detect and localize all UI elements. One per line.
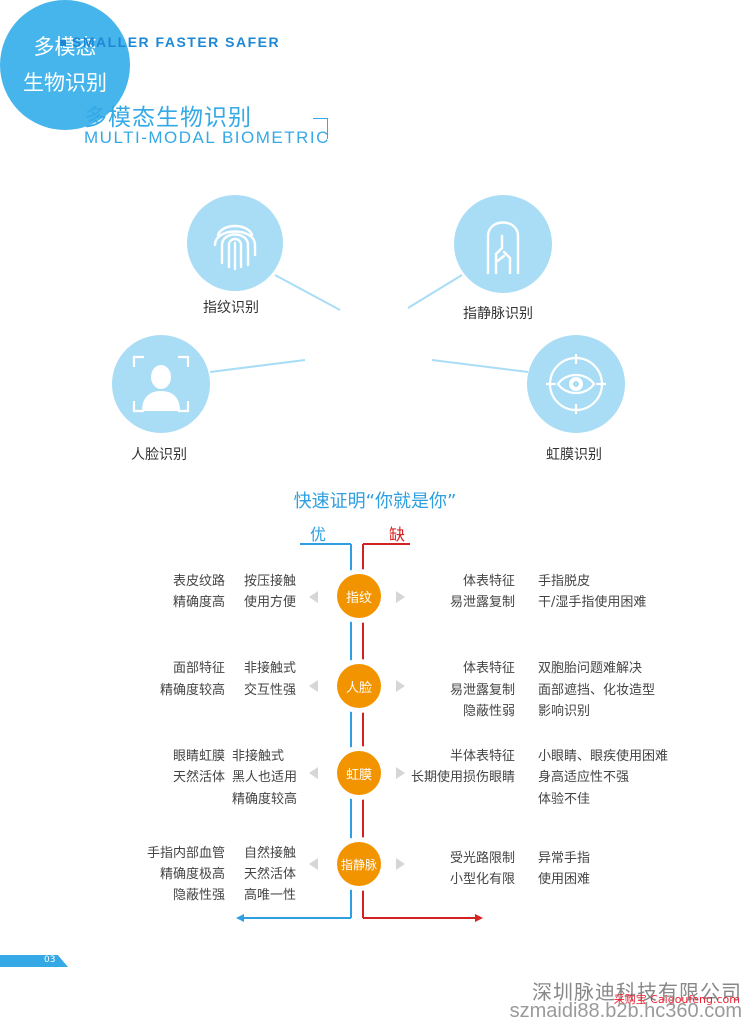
center-line-2: 生物识别	[23, 71, 107, 95]
vein-node	[454, 195, 552, 293]
title-bracket-decoration	[313, 118, 328, 139]
row2-left-arrow-icon	[309, 680, 318, 692]
row1-right-arrow-icon	[396, 591, 405, 603]
row4-pros-a1: 手指内部血管	[146, 846, 225, 861]
row1-badge: 指纹	[332, 569, 386, 623]
row3-pros-a1: 眼睛虹膜	[172, 749, 225, 764]
row2-pros-b1: 非接触式	[244, 661, 297, 676]
connector-iris	[431, 359, 529, 373]
face-node	[112, 335, 210, 433]
row3-cons-b3: 体验不佳	[538, 792, 591, 807]
row1-cons-b1: 手指脱皮	[538, 574, 591, 589]
row3-pros-a2: 天然活体	[172, 770, 225, 785]
watermark-text: 采购宝 Caigoufeng.com	[613, 993, 740, 1006]
fingerprint-label: 指纹识别	[203, 300, 259, 316]
row2-badge: 人脸	[332, 659, 386, 713]
row1-left-arrow-icon	[309, 591, 318, 603]
row2-right-arrow-icon	[396, 680, 405, 692]
pros-arrow-icon	[236, 914, 244, 922]
row3-cons-b1: 小眼睛、眼疾使用困难	[538, 749, 669, 764]
center-circle: 多模态 生物识别	[0, 0, 130, 130]
row1-cons-a2: 易泄露复制	[449, 595, 515, 610]
row4-pros-a3: 隐蔽性强	[172, 888, 225, 903]
row1-badge-label: 指纹	[337, 574, 381, 618]
cons-label: 缺	[389, 525, 406, 544]
row3-badge: 虹膜	[332, 746, 386, 800]
section-title-cn: 多模态生物识别	[84, 105, 252, 131]
row3-badge-label: 虹膜	[337, 751, 381, 795]
row4-cons-b2: 使用困难	[538, 872, 591, 887]
connector-fingerprint	[274, 274, 341, 311]
eye-scan-icon	[546, 354, 606, 414]
section-title-en: MULTI-MODAL BIOMETRIC	[84, 128, 330, 147]
row4-pros-b3: 高唯一性	[244, 888, 297, 903]
diagram-connectors	[209, 274, 529, 373]
row3-pros-b2: 黑人也适用	[232, 770, 298, 785]
row4-badge-label: 指静脉	[337, 842, 381, 886]
cons-arrow-icon	[475, 914, 483, 922]
row3-pros-b1: 非接触式	[232, 749, 285, 764]
iris-label: 虹膜识别	[546, 447, 602, 463]
row1-pros-b1: 按压接触	[244, 574, 297, 589]
row4-pros-a2: 精确度极高	[159, 867, 225, 882]
page-number-bar	[0, 955, 68, 967]
vein-label: 指静脉识别	[463, 306, 533, 322]
row3-right-arrow-icon	[396, 767, 405, 779]
row2-cons-b2: 面部遮挡、化妆造型	[538, 683, 656, 698]
row2-pros-b2: 交互性强	[244, 683, 297, 698]
row2-cons-a1: 体表特征	[462, 661, 515, 676]
compare-title: 快速证明“你就是你”	[293, 491, 457, 512]
connector-vein	[407, 274, 463, 309]
fingerprint-icon	[213, 224, 257, 271]
row4-badge: 指静脉	[332, 837, 386, 891]
row4-pros-b2: 天然活体	[244, 867, 297, 882]
company-name: 深圳脉迪科技有限公司	[532, 980, 742, 1004]
row3-left-arrow-icon	[309, 767, 318, 779]
row3-cons-b2: 身高适应性不强	[538, 770, 630, 785]
tagline: SMALLER FASTER SAFER	[60, 34, 280, 50]
row4-cons-a1: 受光路限制	[449, 851, 515, 866]
row3-cons-a2: 长期使用损伤眼睛	[410, 770, 515, 785]
row4-pros-b1: 自然接触	[244, 846, 297, 861]
row1-pros-a2: 精确度高	[172, 595, 225, 610]
page-number: 03	[44, 955, 56, 965]
row4-cons-a2: 小型化有限	[449, 872, 515, 887]
row4-cons-b1: 异常手指	[538, 851, 591, 866]
iris-node	[527, 335, 625, 433]
row3-pros-b3: 精确度较高	[232, 792, 298, 807]
row1-cons-a1: 体表特征	[462, 574, 515, 589]
company-site: szmaidi88.b2b.hc360.com	[509, 1000, 742, 1022]
row1-cons-b2: 干/湿手指使用困难	[538, 595, 647, 610]
finger-vein-icon	[486, 221, 520, 274]
row2-cons-b1: 双胞胎问题难解决	[538, 661, 643, 676]
row4-right-arrow-icon	[396, 858, 405, 870]
tagline-text: SMALLER FASTER SAFER	[72, 34, 281, 50]
pros-label: 优	[310, 525, 327, 544]
fingerprint-node	[187, 195, 283, 291]
center-line-1: 多模态	[33, 35, 97, 59]
row2-cons-a3: 隐蔽性弱	[462, 704, 515, 719]
row1-pros-a1: 表皮纹路	[172, 574, 225, 589]
row2-cons-a2: 易泄露复制	[449, 683, 515, 698]
row2-cons-b3: 影响识别	[538, 704, 591, 719]
row2-pros-a1: 面部特征	[172, 661, 225, 676]
row2-pros-a2: 精确度较高	[159, 683, 225, 698]
face-icon	[132, 355, 190, 413]
row2-badge-label: 人脸	[337, 664, 381, 708]
face-label: 人脸识别	[131, 447, 187, 463]
row3-cons-a1: 半体表特征	[449, 749, 515, 764]
connector-face	[209, 359, 306, 373]
row1-pros-b2: 使用方便	[244, 595, 297, 610]
tagline-bullet-icon	[60, 40, 66, 47]
row4-left-arrow-icon	[309, 858, 318, 870]
